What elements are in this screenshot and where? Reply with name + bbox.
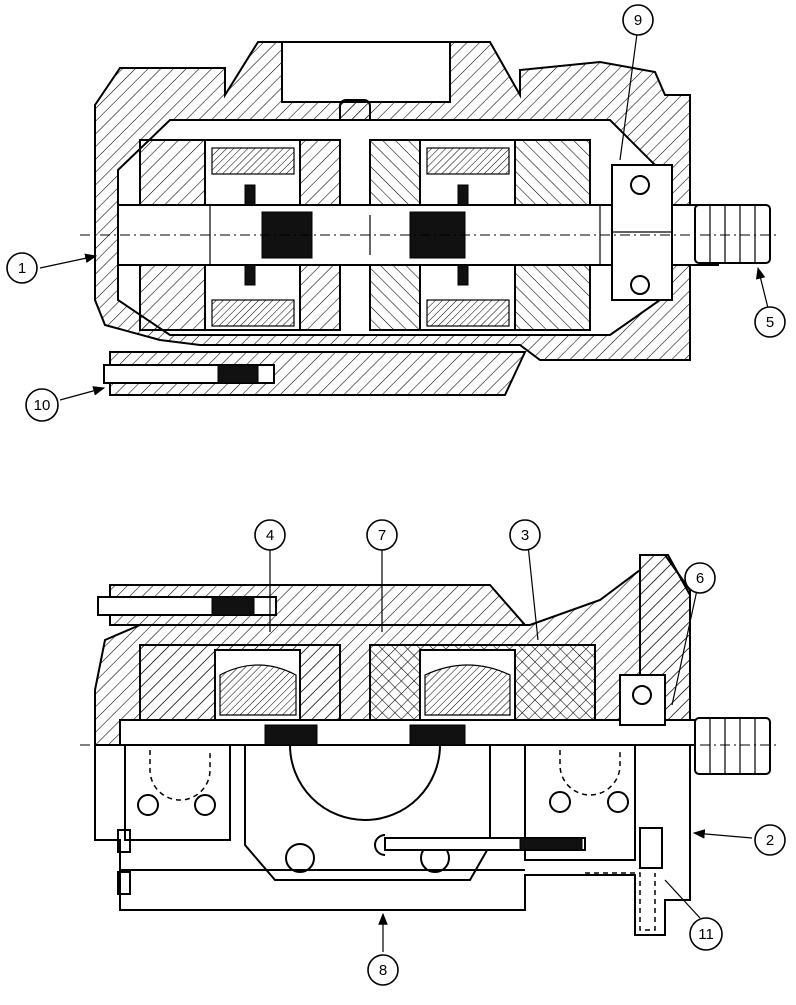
right-hole-1 — [549, 791, 571, 813]
leader-11 — [664, 879, 701, 919]
callout-4-label: 4 — [266, 527, 274, 544]
exterior-left-panel — [124, 745, 231, 841]
left-edge-lug-top — [117, 829, 131, 853]
right-gear-teeth-top — [426, 147, 510, 175]
bottom-bolt-thread — [211, 596, 255, 616]
left-seal-ring-top — [244, 184, 256, 206]
top-port-opening — [281, 41, 451, 103]
left-gear-teeth-bottom — [211, 299, 295, 327]
long-bolt-thread — [519, 837, 583, 851]
bottom-shaft-half — [119, 719, 696, 746]
left-hidden-cavity — [149, 750, 211, 801]
bottom-splined-shaft-end — [694, 717, 771, 775]
callout-10: 10 — [25, 388, 59, 422]
bottom-right-spline — [409, 724, 466, 746]
callout-6: 6 — [684, 562, 716, 594]
leader-3 — [527, 544, 539, 641]
left-gear-teeth-top — [211, 147, 295, 175]
bottom-section-view — [80, 554, 780, 936]
callout-9: 9 — [622, 4, 654, 36]
callout-2: 2 — [754, 824, 786, 856]
right-seal-ring-bottom — [457, 264, 469, 286]
callout-1-label: 1 — [18, 260, 26, 277]
flange-lug — [639, 827, 663, 869]
right-spline-coupling — [409, 211, 466, 259]
center-arc — [289, 744, 441, 821]
callout-5-label: 5 — [766, 314, 774, 331]
callout-8: 8 — [367, 954, 399, 986]
bottom-ball-bearing — [619, 674, 666, 726]
flange-hidden-bore — [585, 872, 656, 931]
callout-10-label: 10 — [34, 397, 51, 414]
callout-2-label: 2 — [766, 832, 774, 849]
leader-9 — [619, 33, 638, 161]
exterior-right-panel — [524, 745, 636, 861]
right-gear-teeth — [424, 664, 511, 716]
callout-5: 5 — [754, 306, 786, 338]
callout-7-label: 7 — [378, 527, 386, 544]
bearing-ball-bottom — [630, 275, 650, 295]
center-cover-plate — [244, 745, 491, 881]
callout-4: 4 — [254, 519, 286, 551]
leader-2 — [692, 829, 753, 839]
long-bolt-head — [374, 834, 386, 856]
bottom-exterior-outline — [94, 745, 691, 936]
bearing-ball-top — [630, 175, 650, 195]
bottom-bearing-ball — [632, 685, 652, 705]
top-splined-shaft-end — [694, 204, 771, 264]
bottom-left-spline — [264, 724, 318, 746]
callout-9-label: 9 — [634, 12, 642, 29]
left-gear-teeth — [219, 664, 297, 716]
callout-8-label: 8 — [379, 962, 387, 979]
callout-11-label: 11 — [698, 926, 714, 943]
leader-1 — [39, 253, 98, 269]
left-hole-1 — [137, 794, 159, 816]
right-hole-2 — [607, 791, 629, 813]
leader-10 — [59, 386, 106, 401]
top-bolt-thread — [217, 364, 259, 384]
callout-6-label: 6 — [696, 570, 704, 587]
left-seal-ring-bottom — [244, 264, 256, 286]
leader-6 — [671, 589, 698, 706]
right-seal-ring-top — [457, 184, 469, 206]
right-gear-teeth-bottom — [426, 299, 510, 327]
top-section-view — [80, 41, 780, 396]
left-edge-lug-bottom — [117, 871, 131, 895]
right-hidden-cavity — [559, 750, 621, 796]
callout-11: 11 — [689, 917, 723, 951]
callout-3: 3 — [509, 519, 541, 551]
left-hole-2 — [194, 794, 216, 816]
leader-5 — [755, 266, 769, 309]
callout-7: 7 — [366, 519, 398, 551]
leader-lines — [39, 33, 769, 952]
cover-bolt-left — [285, 843, 315, 873]
callout-1: 1 — [6, 252, 38, 284]
callout-3-label: 3 — [521, 527, 529, 544]
